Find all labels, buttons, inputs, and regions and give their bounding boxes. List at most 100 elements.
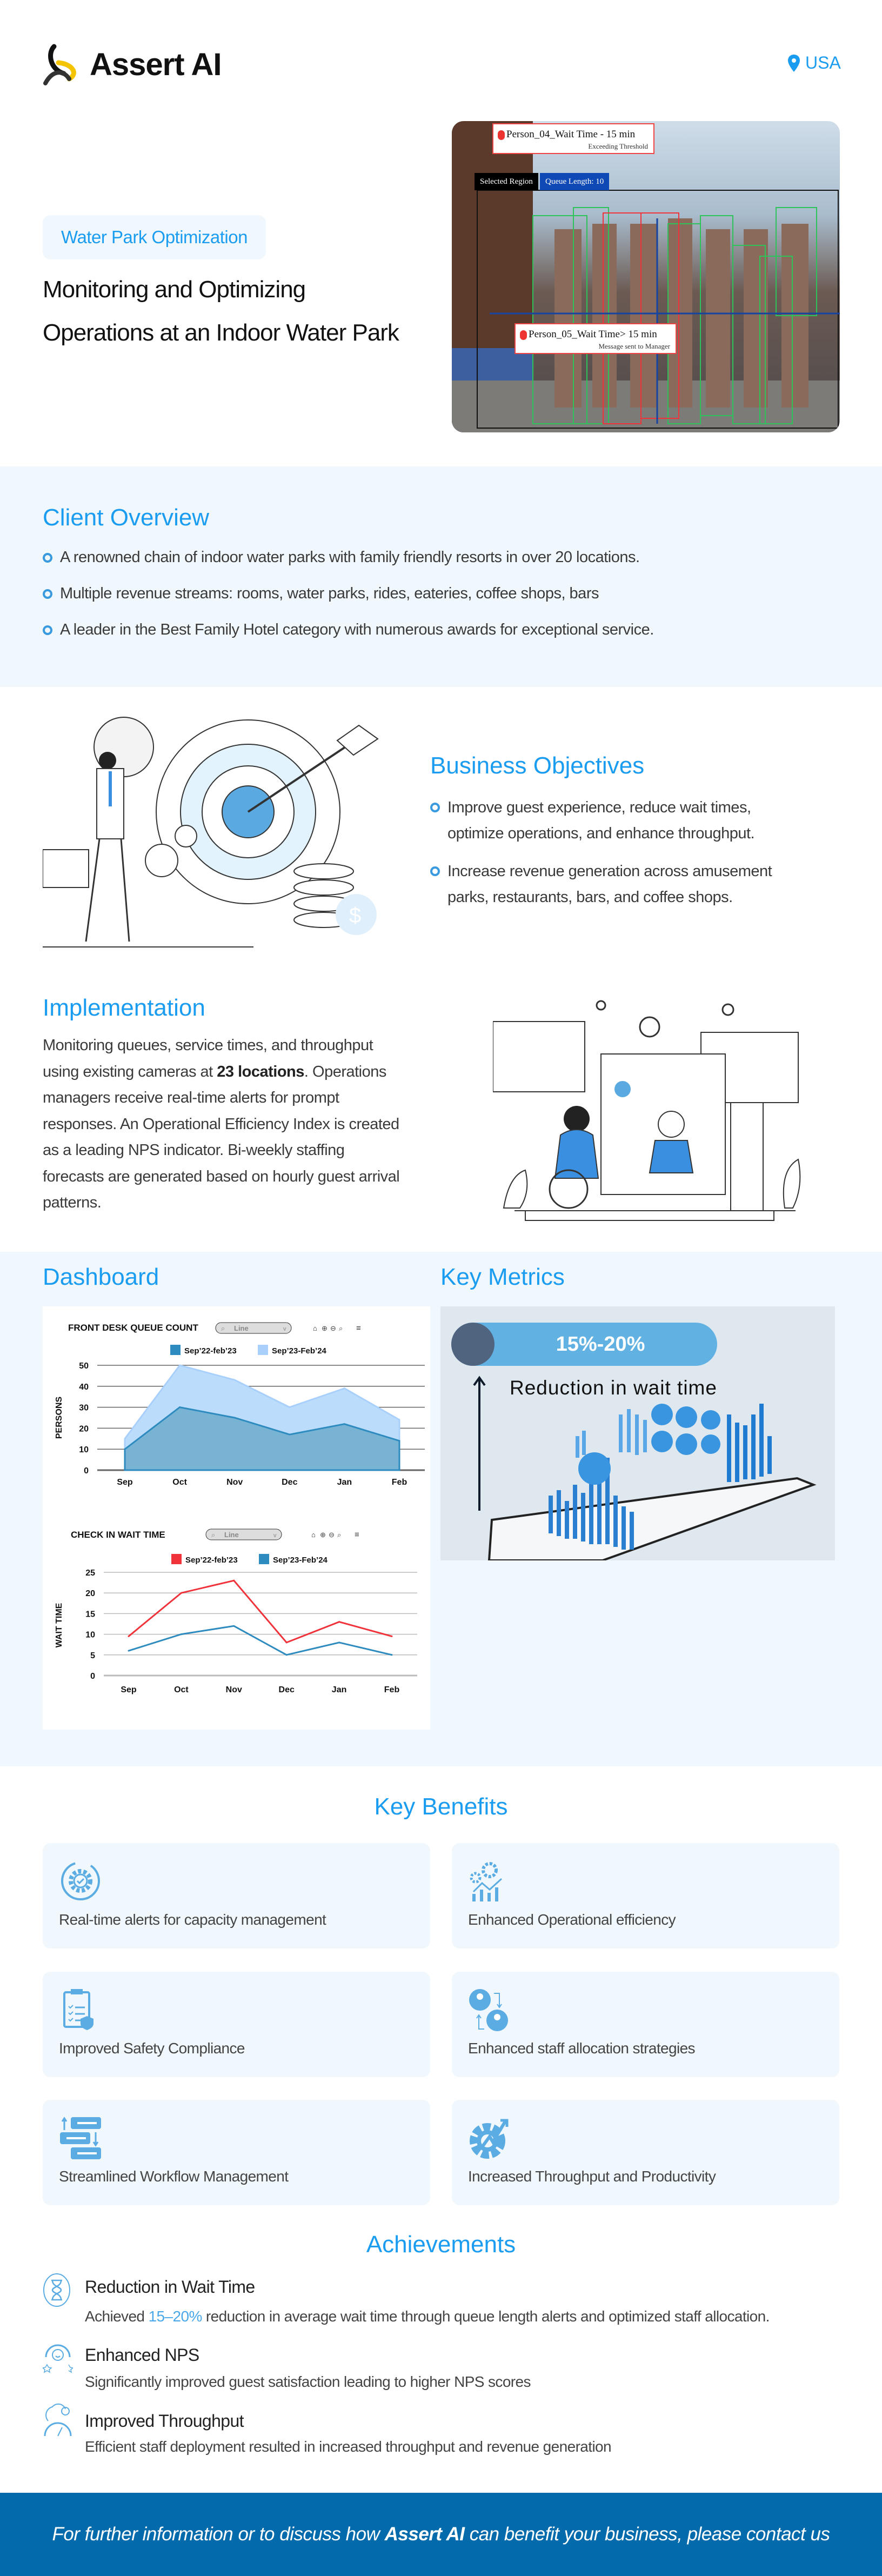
y-tick-label: 25: [85, 1569, 95, 1578]
queue-length-label: Queue Length: 10: [540, 173, 610, 190]
reduction-progress-bar: 15%-20%: [451, 1323, 717, 1366]
home-icon: ⌂: [313, 1324, 317, 1332]
data-point: [391, 1654, 393, 1656]
magnifier-icon: ⌕: [337, 1531, 341, 1539]
home-icon: ⌂: [311, 1531, 316, 1539]
chart-type-dropdown[interactable]: [215, 1322, 292, 1334]
y-tick-label: 20: [79, 1424, 89, 1433]
y-tick-label: 0: [90, 1672, 95, 1681]
data-point: [343, 1423, 345, 1425]
business-objectives-title: Business Objectives: [430, 752, 645, 779]
data-point: [398, 1419, 400, 1421]
benefit-label: Increased Throughput and Productivity: [468, 2168, 716, 2185]
client-overview-title: Client Overview: [43, 504, 210, 531]
data-point: [128, 1635, 130, 1637]
throughput-icon: [44, 2403, 72, 2437]
benefit-label: Streamlined Workflow Management: [59, 2168, 289, 2185]
legend-swatch: [259, 1554, 269, 1564]
satisfaction-icon: [43, 2344, 73, 2373]
chevron-down-icon: v: [283, 1326, 286, 1332]
y-tick-label: 40: [79, 1383, 89, 1392]
hourglass-icon: [43, 2273, 70, 2307]
legend-label: Sep’22-feb’23: [185, 1556, 238, 1565]
zoom-in-icon: ⊕: [320, 1531, 326, 1539]
up-arrow-icon: [473, 1376, 486, 1511]
line-series-0: [128, 1579, 392, 1644]
x-tick-label: Oct: [172, 1478, 187, 1487]
x-tick-label: Oct: [174, 1685, 189, 1694]
data-point: [285, 1654, 288, 1656]
y-tick-label: 30: [79, 1404, 89, 1413]
y-tick-label: 0: [84, 1466, 89, 1476]
key-metrics-title: Key Metrics: [440, 1264, 565, 1290]
y-tick-label: 5: [90, 1651, 95, 1660]
metric-caption: Reduction in wait time: [510, 1377, 717, 1399]
list-item: Improve guest experience, reduce wait ti…: [430, 795, 755, 846]
progress-knob: [451, 1323, 495, 1366]
data-point: [179, 1406, 181, 1409]
metric-value: 15%-20%: [556, 1333, 645, 1356]
bullet-icon: [43, 625, 52, 635]
benefit-card: Streamlined Workflow Management: [43, 2100, 430, 2205]
benefit-card: Increased Throughput and Productivity: [452, 2100, 839, 2205]
key-metrics-image: 15%-20% Reduction in wait time: [440, 1306, 835, 1560]
queue-detection-scene: [452, 121, 840, 432]
dashboard-title: Dashboard: [43, 1264, 159, 1290]
menu-icon: ≡: [356, 1324, 361, 1333]
selected-region-label: Selected Region: [475, 173, 538, 190]
alert-icon: [520, 330, 527, 340]
search-icon: ⌕: [211, 1531, 215, 1539]
menu-icon: ≡: [355, 1530, 359, 1539]
clipboard-shield-icon: [63, 1989, 93, 2030]
y-tick-label: 50: [79, 1362, 89, 1371]
data-point: [233, 1625, 235, 1627]
benefit-label: Enhanced staff allocation strategies: [468, 2040, 696, 2057]
gear-chart-icon: [470, 1862, 503, 1901]
legend-label: Sep’23-Feb’24: [272, 1346, 327, 1356]
svg-text:$: $: [349, 904, 361, 927]
data-point: [233, 1417, 236, 1419]
benefit-label: Real-time alerts for capacity management: [59, 1911, 326, 1928]
implementation-text: Monitoring queues, service times, and th…: [43, 1037, 400, 1211]
tablet-analytics-illustration: [487, 1404, 817, 1560]
brand-name: Assert AI: [90, 46, 222, 82]
chart-type-dropdown[interactable]: [205, 1529, 282, 1540]
y-axis-label: WAIT TIME: [55, 1603, 64, 1647]
client-overview-section: Client Overview A renowned chain of indo…: [0, 466, 882, 687]
list-item: Multiple revenue streams: rooms, water p…: [43, 585, 599, 603]
magnifier-icon: ⌕: [339, 1324, 343, 1332]
y-tick-label: 10: [85, 1631, 95, 1640]
gear-growth-icon: [470, 2119, 509, 2159]
gear-cycle-icon: [61, 1861, 100, 1900]
data-point: [289, 1433, 291, 1436]
data-point: [338, 1621, 340, 1623]
chart-title: CHECK IN WAIT TIME: [71, 1530, 165, 1540]
list-item: Increase revenue generation across amuse…: [430, 858, 772, 910]
workflow-icon: [60, 2117, 101, 2159]
search-icon: ⌕: [221, 1324, 225, 1332]
data-point: [338, 1641, 340, 1644]
x-tick-label: Sep: [117, 1478, 133, 1487]
list-item: A renowned chain of indoor water parks w…: [43, 549, 640, 566]
benefit-card: Real-time alerts for capacity management: [43, 1843, 430, 1948]
data-point: [233, 1379, 236, 1381]
x-tick-label: Dec: [282, 1478, 297, 1487]
data-point: [179, 1364, 181, 1366]
logo[interactable]: Assert AI: [42, 42, 222, 86]
y-axis-label: PERSONS: [55, 1397, 64, 1439]
x-tick-label: Jan: [337, 1478, 352, 1487]
benefit-card: Enhanced Operational efficiency: [452, 1843, 839, 1948]
map-pin-icon: [788, 54, 800, 72]
data-point: [124, 1448, 126, 1450]
x-tick-label: Jan: [332, 1685, 347, 1694]
legend-swatch: [170, 1345, 181, 1355]
achievements-title: Achievements: [366, 2231, 516, 2258]
hero-image: Person_04_Wait Time - 15 min Exceeding T…: [452, 121, 840, 432]
line-series-1: [128, 1625, 392, 1656]
footer-cta[interactable]: For further information or to discuss ho…: [0, 2493, 882, 2576]
alert-icon: [498, 130, 505, 140]
bullet-icon: [43, 589, 52, 599]
legend-swatch: [258, 1345, 268, 1355]
